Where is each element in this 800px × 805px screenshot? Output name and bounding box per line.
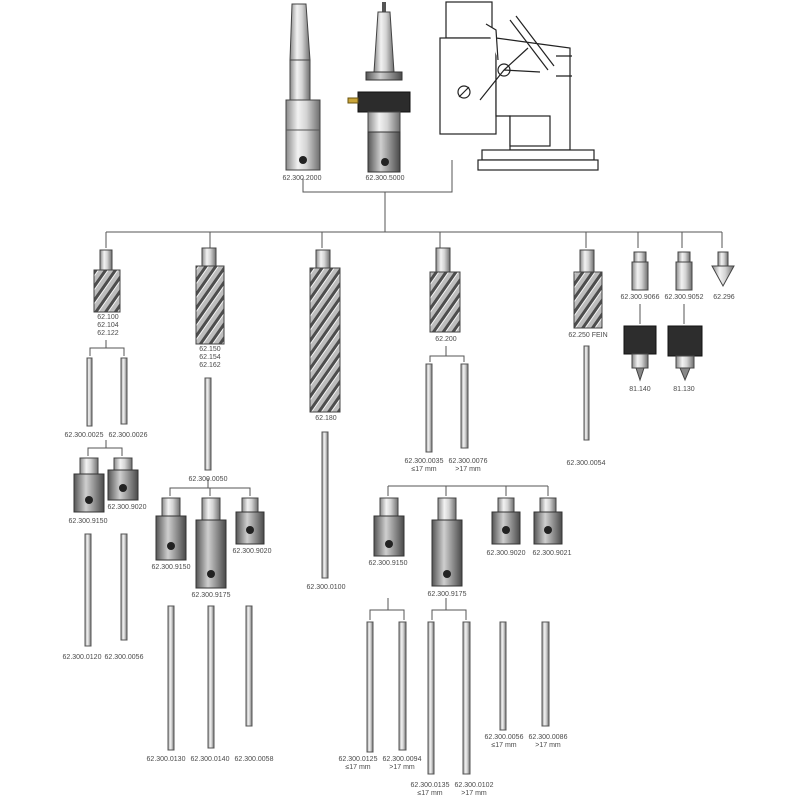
label-pin-0086-code: 62.300.0086 bbox=[528, 734, 568, 741]
label-pin-0035-note: ≤17 mm bbox=[411, 466, 437, 473]
label-pin-0058: 62.300.0058 bbox=[234, 756, 274, 763]
label-ext-9020-mid: 62.300.9020 bbox=[232, 548, 272, 555]
extension-adapters-mid bbox=[155, 497, 265, 589]
label-cutter-100-b: 62.104 bbox=[97, 322, 119, 329]
label-pin-0125: 62.300.0125 ≤17 mm bbox=[339, 756, 378, 772]
label-pin-0050: 62.300.0050 bbox=[188, 476, 228, 483]
magnetic-drill-illustration bbox=[439, 1, 599, 171]
cutter-62-250-fein bbox=[573, 249, 603, 329]
chuck-81-130 bbox=[667, 325, 703, 382]
label-pin-0054: 62.300.0054 bbox=[566, 460, 606, 467]
label-pin-0056-right-note: ≤17 mm bbox=[491, 742, 517, 749]
label-pin-0056-right-code: 62.300.0056 bbox=[484, 734, 524, 741]
label-cutter-150-b: 62.154 bbox=[199, 354, 221, 361]
label-pin-0135: 62.300.0135 ≤17 mm bbox=[411, 782, 450, 798]
label-countersink: 62.296 bbox=[713, 294, 735, 301]
label-pin-0076: 62.300.0076 >17 mm bbox=[449, 458, 488, 474]
cutter-62-150 bbox=[195, 247, 225, 345]
label-arbor-mt: 62.300.2000 bbox=[282, 175, 322, 182]
label-ext-9020-left: 62.300.9020 bbox=[107, 504, 147, 511]
label-pin-0125-note: ≤17 mm bbox=[345, 764, 371, 771]
label-pin-0102-note: >17 mm bbox=[461, 790, 487, 797]
label-pin-0094: 62.300.0094 >17 mm bbox=[383, 756, 422, 772]
label-pin-0076-note: >17 mm bbox=[455, 466, 481, 473]
label-pin-0135-code: 62.300.0135 bbox=[410, 782, 450, 789]
label-cutter-150-c: 62.162 bbox=[199, 362, 221, 369]
cutter-62-200 bbox=[429, 247, 461, 333]
label-pin-0094-code: 62.300.0094 bbox=[382, 756, 422, 763]
pilot-pins-lower bbox=[84, 533, 550, 775]
extension-adapters-left bbox=[73, 457, 139, 513]
connector-lines bbox=[87, 160, 723, 620]
label-pin-0086-note: >17 mm bbox=[535, 742, 561, 749]
label-pin-0125-code: 62.300.0125 bbox=[338, 756, 378, 763]
label-pin-0025: 62.300.0025 bbox=[64, 432, 104, 439]
label-cutter-100-a: 62.100 bbox=[97, 314, 119, 321]
label-pin-0120: 62.300.0120 bbox=[62, 654, 102, 661]
morse-taper-arbor bbox=[285, 3, 321, 171]
extension-adapters-right bbox=[373, 497, 563, 587]
label-cutter-250: 62.250 FEIN bbox=[568, 332, 608, 339]
label-ext-9175-right: 62.300.9175 bbox=[427, 591, 467, 598]
adapter-9066 bbox=[631, 251, 649, 291]
cutter-62-180 bbox=[309, 249, 341, 413]
label-ext-9175-mid: 62.300.9175 bbox=[191, 592, 231, 599]
label-pin-0086: 62.300.0086 >17 mm bbox=[529, 734, 568, 750]
label-cutter-200: 62.200 bbox=[435, 336, 457, 343]
label-ext-9150-left: 62.300.9150 bbox=[68, 518, 108, 525]
label-pin-0035-code: 62.300.0035 bbox=[404, 458, 444, 465]
pilot-pins-upper bbox=[86, 345, 590, 579]
label-pin-0102-code: 62.300.0102 bbox=[454, 782, 494, 789]
label-pin-0026: 62.300.0026 bbox=[108, 432, 148, 439]
label-pin-0035: 62.300.0035 ≤17 mm bbox=[405, 458, 444, 474]
chuck-81-140 bbox=[623, 325, 657, 382]
label-pin-0056-right: 62.300.0056 ≤17 mm bbox=[485, 734, 524, 750]
label-pin-0130: 62.300.0130 bbox=[146, 756, 186, 763]
label-ext-9150-right: 62.300.9150 bbox=[368, 560, 408, 567]
label-pin-0094-note: >17 mm bbox=[389, 764, 415, 771]
quick-change-arbor bbox=[347, 2, 411, 173]
label-cutter-180: 62.180 bbox=[315, 415, 337, 422]
label-cutter-100-c: 62.122 bbox=[97, 330, 119, 337]
label-chuck-130: 81.130 bbox=[673, 386, 695, 393]
label-cutter-150: 62.150 62.154 62.162 bbox=[199, 346, 220, 370]
label-pin-0140: 62.300.0140 bbox=[190, 756, 230, 763]
label-ext-9021-right: 62.300.9021 bbox=[532, 550, 572, 557]
label-ext-9020-right: 62.300.9020 bbox=[486, 550, 526, 557]
label-adapter-9052: 62.300.9052 bbox=[664, 294, 704, 301]
label-pin-0100: 62.300.0100 bbox=[306, 584, 346, 591]
label-cutter-150-a: 62.150 bbox=[199, 346, 221, 353]
adapter-9052 bbox=[675, 251, 693, 291]
label-chuck-140: 81.140 bbox=[629, 386, 651, 393]
label-arbor-quick: 62.300.5000 bbox=[365, 175, 405, 182]
label-pin-0135-note: ≤17 mm bbox=[417, 790, 443, 797]
label-pin-0102: 62.300.0102 >17 mm bbox=[455, 782, 494, 798]
label-cutter-100: 62.100 62.104 62.122 bbox=[97, 314, 118, 338]
cutter-62-100 bbox=[93, 249, 121, 313]
label-adapter-9066: 62.300.9066 bbox=[620, 294, 660, 301]
countersink-62-296 bbox=[711, 251, 735, 288]
label-pin-0076-code: 62.300.0076 bbox=[448, 458, 488, 465]
label-ext-9150-mid: 62.300.9150 bbox=[151, 564, 191, 571]
label-pin-0056-left: 62.300.0056 bbox=[104, 654, 144, 661]
